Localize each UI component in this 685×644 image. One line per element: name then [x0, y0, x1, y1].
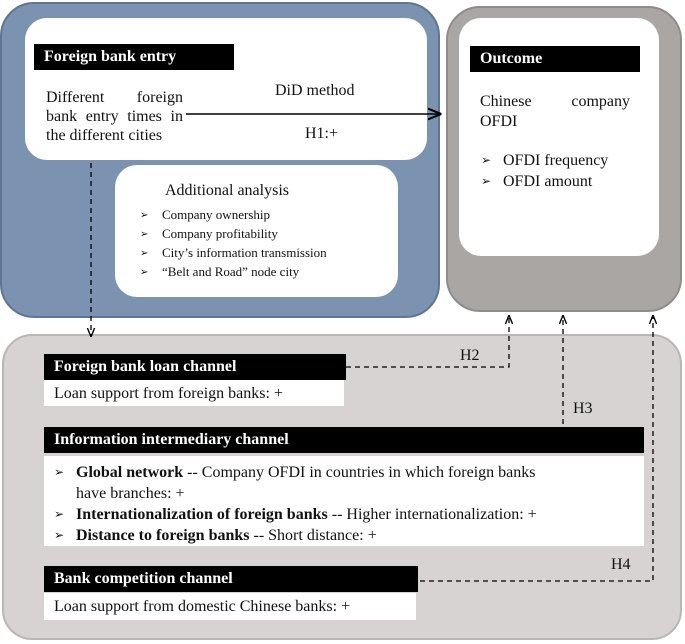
- additional-item: Company profitability: [140, 224, 327, 244]
- h4-arrow: [420, 316, 653, 582]
- info-item-global-network: Global network -- Company OFDI in countr…: [54, 462, 536, 483]
- info-channel-body: Global network -- Company OFDI in countr…: [44, 456, 644, 546]
- additional-item: “Belt and Road” node city: [140, 262, 327, 282]
- competition-channel-body: Loan support from domestic Chinese banks…: [44, 593, 416, 620]
- did-method-label: DiD method: [275, 82, 355, 99]
- info-channel-title: Information intermediary channel: [44, 427, 644, 453]
- h4-label: H4: [611, 556, 631, 573]
- entry-title: Foreign bank entry: [34, 44, 234, 70]
- outcome-line-1: Chinese company: [480, 93, 630, 110]
- info-item-global-network-cont: have branches: +: [76, 485, 185, 502]
- info-item-internationalization: Internationalization of foreign banks --…: [54, 504, 537, 525]
- additional-item: City’s information transmission: [140, 243, 327, 263]
- competition-channel-title: Bank competition channel: [44, 566, 418, 592]
- outcome-title: Outcome: [470, 46, 640, 72]
- outcome-line-2: OFDI: [480, 113, 518, 130]
- additional-analysis-list: Company ownership Company profitability …: [140, 205, 327, 282]
- entry-box: [25, 18, 427, 160]
- h1-label: H1:+: [305, 125, 339, 142]
- outcome-item: OFDI amount: [481, 171, 608, 192]
- entry-line-2: bank entry times in: [46, 108, 183, 125]
- info-item-distance: Distance to foreign banks -- Short dista…: [54, 525, 537, 546]
- h3-label: H3: [573, 400, 593, 417]
- h2-label: H2: [460, 347, 480, 364]
- outcome-item: OFDI frequency: [481, 150, 608, 171]
- additional-analysis-title: Additional analysis: [165, 182, 289, 199]
- additional-item: Company ownership: [140, 205, 327, 225]
- h2-arrow: [346, 316, 509, 368]
- loan-channel-body: Loan support from foreign banks: +: [44, 380, 344, 406]
- entry-line-3: the different cities: [46, 127, 163, 144]
- loan-channel-title: Foreign bank loan channel: [44, 354, 346, 380]
- outcome-list: OFDI frequency OFDI amount: [481, 150, 608, 192]
- entry-line-1: Different foreign: [46, 89, 183, 106]
